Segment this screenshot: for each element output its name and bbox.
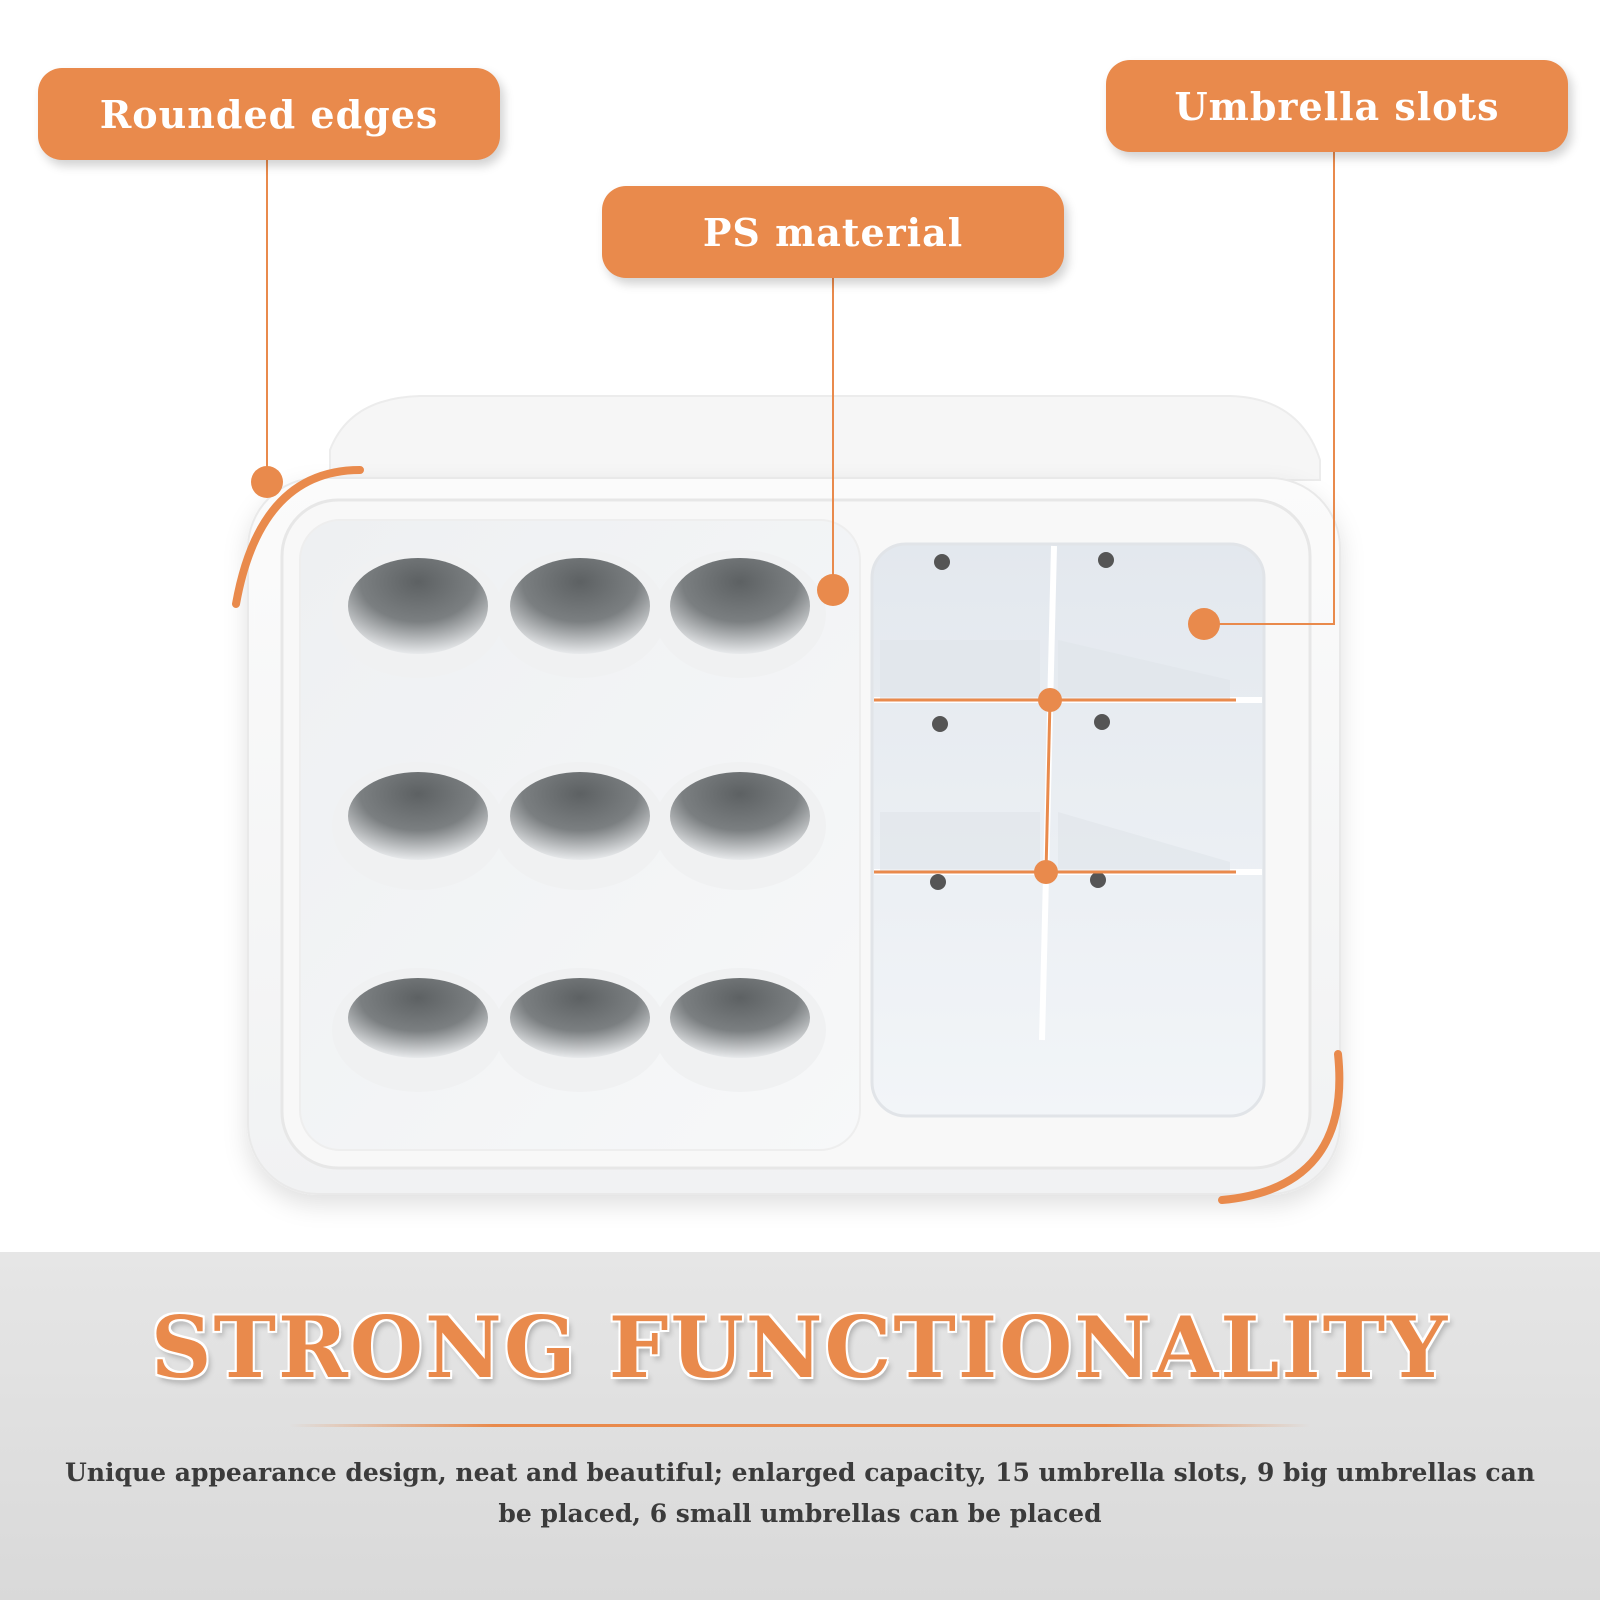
hole-row-2 bbox=[332, 762, 826, 890]
big-umbrella-hole bbox=[348, 558, 488, 654]
callout-rounded-edges: Rounded edges bbox=[38, 68, 500, 160]
callout-label: PS material bbox=[702, 209, 964, 255]
feature-description: Unique appearance design, neat and beaut… bbox=[65, 1458, 1535, 1528]
headline: STRONG FUNCTIONALITY bbox=[150, 1298, 1450, 1397]
big-umbrella-hole bbox=[670, 558, 810, 654]
callout-umbrella-slots: Umbrella slots bbox=[1106, 60, 1568, 152]
callout-dot-rounded-edges bbox=[251, 466, 283, 498]
hole-row-1 bbox=[332, 550, 826, 678]
slot-peg bbox=[934, 554, 950, 570]
big-umbrella-hole bbox=[670, 978, 810, 1058]
big-umbrella-hole bbox=[510, 978, 650, 1058]
slot-divider-highlight bbox=[874, 688, 1236, 884]
rounded-edge-highlight-top-left bbox=[232, 466, 364, 608]
big-umbrella-hole bbox=[510, 772, 650, 860]
callout-line-umbrella-slots bbox=[1204, 152, 1335, 625]
callout-label: Rounded edges bbox=[99, 91, 439, 137]
callout-label: Umbrella slots bbox=[1174, 83, 1500, 129]
headline-divider bbox=[290, 1424, 1310, 1427]
slot-peg bbox=[1098, 552, 1114, 568]
hole-row-3 bbox=[332, 968, 826, 1092]
callout-ps-material: PS material bbox=[602, 186, 1064, 278]
slot-peg bbox=[930, 874, 946, 890]
slot-peg bbox=[1094, 714, 1110, 730]
callout-dot-ps-material bbox=[817, 574, 849, 606]
slot-peg bbox=[1090, 872, 1106, 888]
big-umbrella-hole bbox=[348, 772, 488, 860]
big-umbrella-hole bbox=[510, 558, 650, 654]
big-umbrella-holes bbox=[332, 550, 826, 1092]
rounded-edge-highlight-bottom-right bbox=[1218, 1050, 1344, 1204]
stand-top-surface bbox=[329, 395, 1321, 481]
big-umbrella-hole bbox=[670, 772, 810, 860]
big-umbrella-hole bbox=[348, 978, 488, 1058]
slot-peg bbox=[932, 716, 948, 732]
callout-dot-umbrella-slots bbox=[1188, 608, 1220, 640]
umbrella-stand-illustration bbox=[232, 152, 1344, 1204]
